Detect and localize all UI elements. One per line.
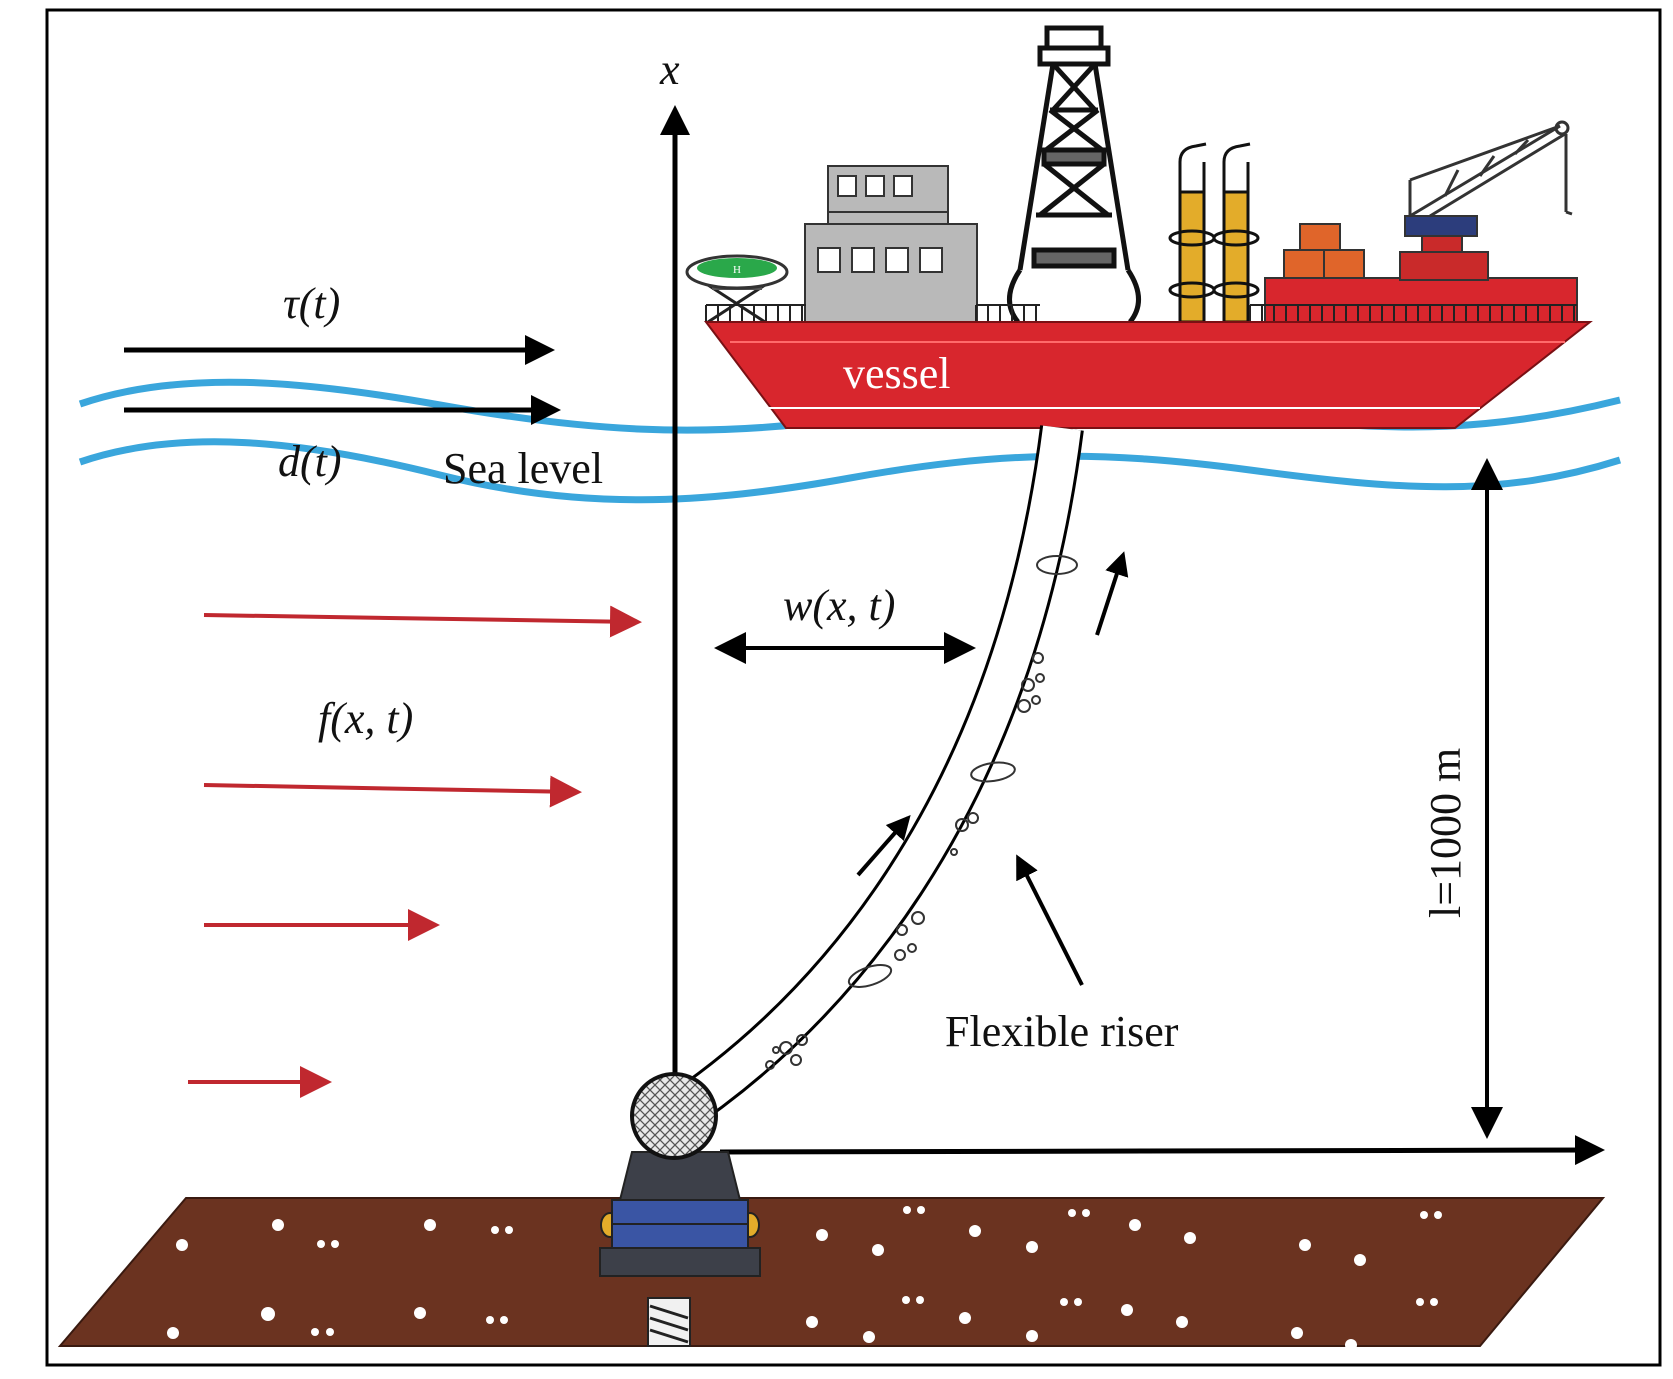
vessel-hull [703,321,1593,429]
d-label: d(t) [278,437,342,486]
flow-arrow [1095,551,1129,636]
vessel-label: vessel [843,349,951,398]
length-label: l=1000 m [1421,748,1470,918]
horizontal-axis [719,1135,1605,1166]
flexible-riser [655,425,1084,1139]
wellhead [599,1072,761,1347]
riser-label: Flexible riser [945,1007,1179,1056]
flex-joint [630,1072,718,1160]
sea-level-label: Sea level [443,444,603,493]
drilling-derrick [1007,25,1141,324]
current-arrows [188,605,642,1098]
superstructure [804,165,978,323]
seabed [57,1197,1606,1351]
flow-arrow [856,814,911,877]
vessel: H [685,25,1593,429]
riser-pointer [1016,854,1084,986]
current-arrow [203,775,582,808]
current-arrow [203,605,642,638]
tau-label: τ(t) [283,279,340,328]
helipad-mark: H [733,264,741,276]
crane [1408,120,1573,218]
cargo-deck [1264,215,1578,323]
helipad: H [685,254,789,324]
x-axis-label: x [659,45,680,94]
w-label: w(x, t) [783,581,895,630]
deck-railing [705,304,1577,322]
f-label: f(x, t) [318,694,413,743]
